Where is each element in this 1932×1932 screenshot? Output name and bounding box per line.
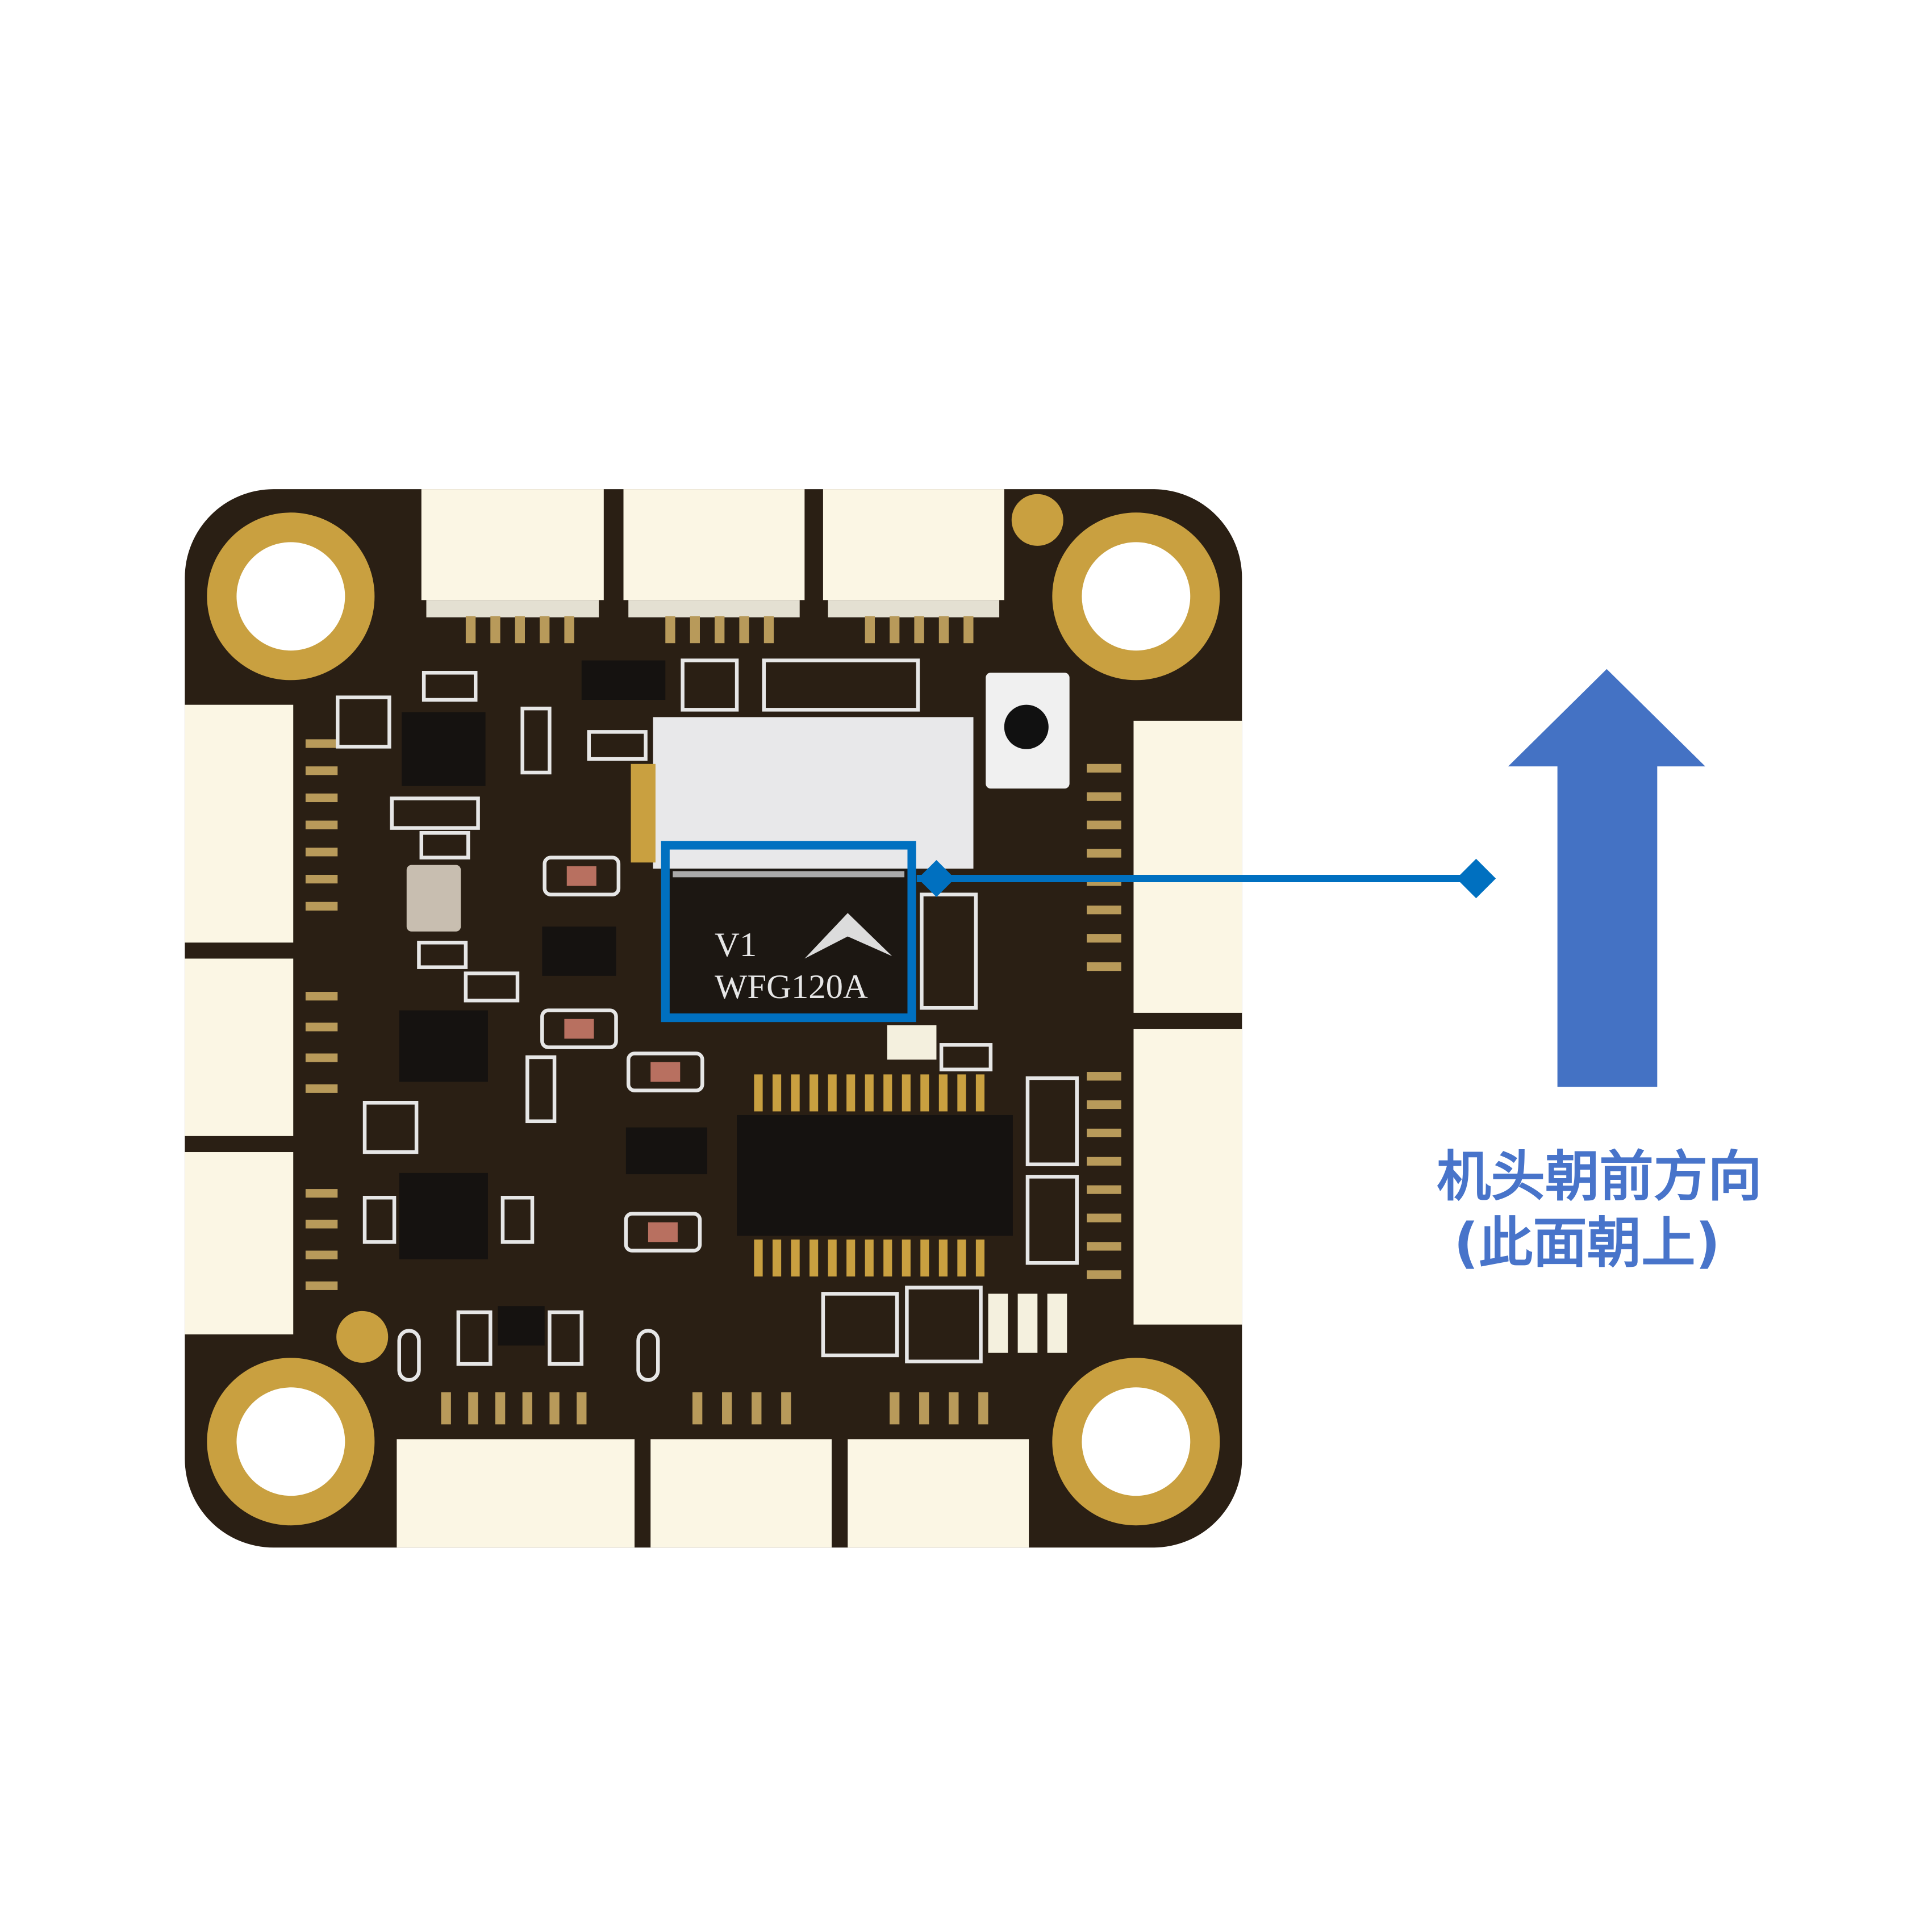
mounting-hole-top-left xyxy=(207,512,375,681)
leader-end-diamond-icon xyxy=(1456,858,1496,899)
connector-pins-right xyxy=(1087,763,1121,1279)
connector-left xyxy=(185,704,294,1335)
chip-label-version: V1 xyxy=(715,926,757,964)
direction-sublabel: (此面朝上) xyxy=(1454,1211,1720,1275)
shield-pad xyxy=(631,763,656,863)
led-indicators xyxy=(887,1025,1067,1353)
gold-pad xyxy=(1011,494,1063,546)
resistor-bodies xyxy=(564,866,681,1242)
ic-sot xyxy=(581,660,666,700)
barometer-sensor xyxy=(406,865,461,932)
ic-small xyxy=(498,1306,545,1346)
ic-qfn xyxy=(399,1172,488,1259)
pcb-board: V1 WFG120A xyxy=(185,489,1242,1548)
gold-pad xyxy=(336,1311,389,1363)
ic-sot xyxy=(542,927,616,976)
slot-pad xyxy=(636,1329,660,1382)
leader-start-diamond-icon xyxy=(917,859,955,898)
slot-pad xyxy=(397,1329,421,1382)
boot-button xyxy=(986,673,1070,789)
ic-qfn xyxy=(402,712,486,786)
connector-bottom xyxy=(397,1439,1029,1548)
arrow-up-icon xyxy=(1508,669,1705,1087)
direction-label: 机头朝前方向 xyxy=(1437,1145,1762,1208)
direction-arrow-silkscreen-icon xyxy=(804,913,892,959)
connector-pins-left xyxy=(305,739,338,1290)
mounting-hole-bottom-left xyxy=(207,1358,375,1526)
connector-pins-bottom xyxy=(441,1392,988,1425)
ic-sot xyxy=(625,1127,708,1175)
ic-tssop xyxy=(737,1074,1013,1277)
chip-highlight xyxy=(661,841,1496,1023)
connector-pins-top xyxy=(465,616,974,644)
mounting-hole-bottom-right xyxy=(1052,1358,1220,1526)
connector-right xyxy=(1133,720,1242,1325)
highlight-box xyxy=(661,841,916,1023)
passive-components xyxy=(336,658,1079,1366)
connector-top xyxy=(421,489,1004,617)
chip-label-model: WFG120A xyxy=(715,968,868,1006)
mounting-hole-top-right xyxy=(1052,512,1220,681)
receiver-chip: V1 WFG120A xyxy=(665,869,912,1017)
ic-qfn xyxy=(399,1010,488,1082)
